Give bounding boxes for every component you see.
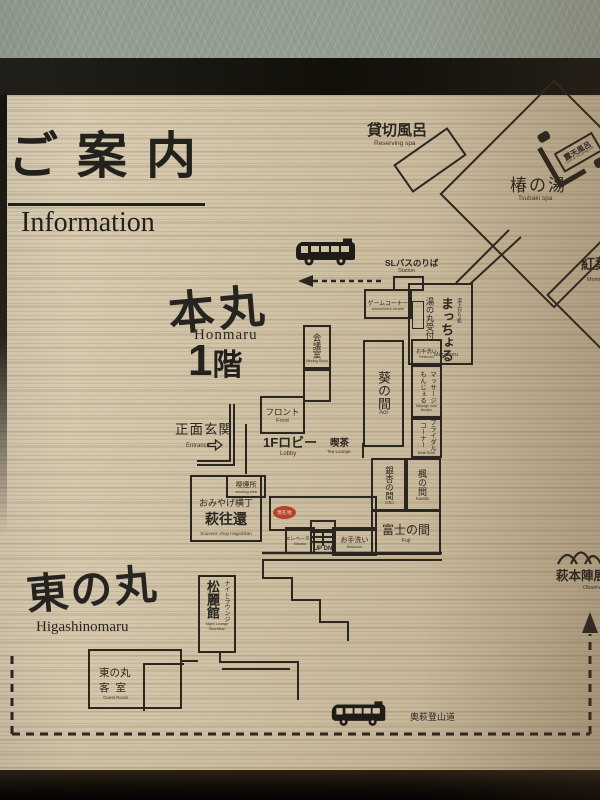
fuji-room-english: Fuji [401,537,411,544]
lobby-label: 1Fロビー [263,435,318,450]
massage-english: Massage room Monjeru [415,403,438,412]
kaede-room-label: 楓の間 [417,469,427,496]
kaede-room: 楓の間 Kaede [404,458,441,512]
sign-title: ご案内 [8,128,215,184]
tea-lounge-label: 喫茶 [330,438,350,449]
bus-station-label: SLバスのりば [385,258,439,268]
elevator-label: エレベーター [285,537,315,542]
title-underline [8,203,205,206]
reserved-bath-label: 貸切風呂 [367,122,428,139]
stairs: UP DN [310,520,336,554]
bridal-english: Bridal Room [417,451,436,456]
entrance-arrow-icon [207,439,223,451]
route-arrow-left-icon [298,275,313,287]
game-corner-label: ゲームコーナー [367,300,409,307]
souvenir-label-2: 萩往還 [205,511,247,527]
night-lounge-label-1: ナイトラウンジ [223,580,229,622]
corridor [269,496,377,531]
guest-room: 東の丸 客室 Guest Room [88,649,184,711]
momiji-spa-label: 紅葉の湯 [581,256,600,272]
tea-lounge-english: Tea Lounge [327,449,351,454]
bridal-label-1: ブライダル [428,418,436,452]
souvenir-label-1: おみやげ横丁 [198,498,253,508]
bather-icon [592,155,600,170]
restroom-lower-english: Restroom [346,544,363,549]
route-arrow-up-icon [582,612,598,633]
observatory-label: 萩本陣展望台 [556,569,600,583]
building-name-english: Honmaru [194,327,258,343]
bus-station-english: Station [398,268,416,274]
front-desk-english: Front [276,418,289,424]
game-corner-room: ゲームコーナー amusement arcade [364,289,412,319]
restroom-upper-english: Restroom [419,354,434,359]
smoking-area: 喫煙所 smoking area [226,475,266,498]
reception-name-label: まっちょる [439,297,454,362]
bus-icon [331,701,386,726]
night-lounge: ナイトラウンジ 松麗館 Night Lounge Shoreikan [198,575,236,653]
massage-label-2: もんじぇる [418,371,426,404]
aoi-room: 葵の間 Aoi [363,340,404,447]
trail-label: 奥萩登山道 [410,712,456,722]
sign-title-english: Information [21,207,155,238]
guest-room-label-2: 客室 [99,682,132,694]
front-desk: フロント Front [260,396,305,434]
sign-frame-left [0,95,7,535]
reception-desk-label: 湯の丸受付 [425,297,435,340]
aoi-room-english: Aoi [379,410,388,416]
stairs-icon [312,531,334,546]
entrance-english: Entrance [186,443,211,449]
icho-room-english: Icho [385,499,394,505]
massage-room: マッサージ もんじぇる Massage room Monjeru [411,363,442,420]
icho-room: 銀杏の間 Icho [371,458,408,512]
restroom-lower-label: お手洗い [340,536,369,544]
guest-room-notch [143,663,184,711]
front-desk-label: フロント [265,407,300,417]
reserved-bath-english: Reserving spa [374,140,416,147]
meeting-room-annex [303,367,331,402]
floor-kanji: 階 [212,348,243,382]
elevator-english: Elevator [293,542,307,546]
stairs-updn-label: UP DN [313,546,333,552]
tsubaki-spa-english: Tsubaki spa [518,195,553,202]
sign-frame-top [0,58,600,95]
smoking-area-label: 喫煙所 [235,481,257,489]
restroom-upper-label: お手洗い [416,348,437,355]
icho-room-label: 銀杏の間 [384,465,395,500]
aoi-room-label: 葵の間 [376,371,391,410]
floor-number: 1 [188,336,213,385]
fuji-room-label: 富士の間 [381,522,430,537]
smoking-area-english: smoking area [235,489,257,494]
guest-room-label-1: 東の丸 [99,667,131,679]
momiji-spa-english: Momiji spa [587,277,600,283]
observatory-english: Observatory [583,585,600,591]
bus-icon [295,238,355,266]
wall-background [0,0,600,58]
entrance-label: 正面玄関 [175,422,233,437]
meeting-room: 会議室 Meeting Room [303,325,331,371]
bridal-corner: ブライダル コーナー Bridal Room [411,416,442,458]
mountains-icon [557,551,600,565]
tsubaki-spa-label: 椿の湯 [510,176,567,195]
lobby-english: Lobby [280,451,297,457]
wing-name-calligraphy: 東の丸 [24,562,161,620]
restroom-upper: お手洗い Restroom [411,339,442,367]
meeting-room-english: Meeting Room [305,358,329,363]
night-lounge-english: Night Lounge Shoreikan [205,622,229,631]
restroom-lower: お手洗い Restroom [332,527,377,556]
night-lounge-label-2: 松麗館 [205,580,220,619]
souvenir-english: Souvenir shop Hagiohkan [200,531,252,536]
guest-room-english: Guest Room [103,695,129,700]
massage-label-1: マッサージ [428,371,436,404]
reception-rest-label: 湯上がり処 [456,298,462,323]
fuji-room: 富士の間 Fuji [371,509,441,555]
kaede-room-english: Kaede [415,496,429,501]
meeting-room-label: 会議室 [312,333,322,359]
you-are-here-badge: 現在地 [273,506,296,519]
sign-frame-bottom [0,770,600,800]
reception-counter [412,301,424,329]
reception-english: Macchoru [434,352,459,358]
game-corner-english: amusement arcade [371,306,405,311]
bridal-label-2: コーナー [418,422,426,448]
wing-name-english: Higashinomaru [36,619,129,635]
